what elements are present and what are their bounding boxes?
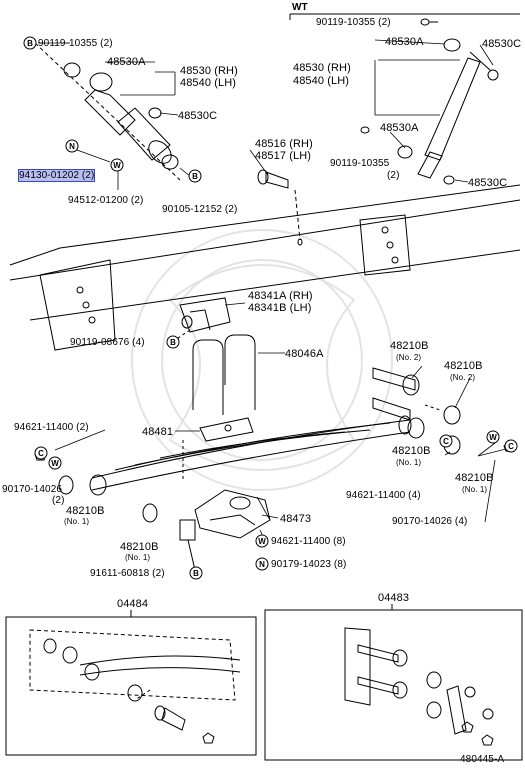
callout-c: C — [443, 437, 449, 446]
part-label[interactable]: 48530C — [482, 38, 522, 50]
part-label[interactable]: 48517 (LH) — [255, 150, 312, 162]
part-note: (No. 1) — [396, 458, 422, 467]
callout-b: B — [27, 39, 33, 48]
part-label[interactable]: 48210B — [120, 541, 159, 553]
part-label[interactable]: 48210B — [390, 340, 429, 352]
part-label[interactable]: 48516 (RH) — [255, 138, 313, 150]
part-label[interactable]: 90119-10355 — [330, 158, 390, 169]
part-label[interactable]: 94621-11400 (4) — [346, 490, 421, 501]
part-label-highlighted[interactable]: 94130-01202 (2) — [17, 169, 96, 182]
callout-b: B — [193, 569, 199, 578]
part-label: (2) — [387, 170, 400, 181]
inset-label[interactable]: 04484 — [117, 598, 149, 610]
part-label[interactable]: 48530C — [468, 177, 508, 189]
callout-n: N — [259, 560, 265, 569]
part-label[interactable]: 90119-10355 (2) — [316, 17, 391, 28]
part-label[interactable]: 48210B — [392, 445, 431, 457]
part-label[interactable]: 48210B — [455, 472, 494, 484]
part-label[interactable]: 90170-14026 — [2, 484, 63, 495]
part-label[interactable]: 48540 (LH) — [293, 75, 350, 87]
part-label[interactable]: 90179-14023 (8) — [271, 559, 347, 570]
inset-04483 — [264, 604, 523, 761]
callout-b: B — [192, 172, 198, 181]
shock-absorber-left — [34, 42, 181, 181]
part-label[interactable]: 90105-12152 (2) — [162, 204, 238, 215]
part-label[interactable]: 48473 — [280, 513, 312, 525]
shock-absorber-wt — [360, 18, 499, 185]
leader-lines — [38, 39, 511, 574]
part-label[interactable]: 48530A — [385, 36, 424, 48]
callout-w: W — [258, 537, 266, 546]
part-label[interactable]: 90119-10355 (2) — [38, 38, 113, 49]
part-note: (No. 1) — [64, 517, 90, 526]
part-note: (No. 2) — [450, 373, 476, 382]
part-label[interactable]: 91611-60818 (2) — [90, 568, 165, 579]
part-label[interactable]: 94621-11400 (2) — [14, 422, 89, 433]
callout-b: B — [170, 338, 176, 347]
part-label[interactable]: 48530A — [380, 122, 419, 134]
callout-circles — [23, 36, 518, 580]
part-label[interactable]: 48530C — [178, 110, 218, 122]
inset-label[interactable]: 04483 — [378, 592, 410, 604]
callout-w: W — [51, 459, 59, 468]
part-note: (No. 1) — [125, 553, 151, 562]
leaf-spring — [89, 415, 412, 496]
callout-n: N — [69, 142, 75, 151]
part-label[interactable]: 48530 (RH) — [180, 65, 238, 77]
part-label[interactable]: 94512-01200 (2) — [68, 195, 144, 206]
part-label[interactable]: 48481 — [142, 426, 174, 438]
part-note: (No. 2) — [396, 353, 422, 362]
wt-bracket — [289, 13, 520, 20]
wt-label: WT — [292, 2, 308, 13]
part-label[interactable]: 48046A — [285, 348, 324, 360]
part-label[interactable]: 48210B — [66, 505, 105, 517]
part-label: (2) — [52, 495, 65, 506]
part-label[interactable]: 90170-14026 (4) — [392, 516, 468, 527]
part-label[interactable]: 48210B — [444, 360, 483, 372]
inset-04484 — [5, 610, 257, 756]
callout-c: C — [38, 449, 44, 458]
part-label[interactable]: 48540 (LH) — [180, 77, 237, 89]
u-bolts — [182, 334, 256, 480]
spring-bracket — [174, 297, 231, 341]
part-label[interactable]: 48341B (LH) — [248, 302, 312, 314]
frame-rail — [9, 184, 521, 351]
callout-w: W — [489, 433, 497, 442]
part-label[interactable]: 48530A — [107, 56, 146, 68]
callout-c: C — [508, 442, 514, 451]
callout-w: W — [113, 161, 121, 170]
part-label[interactable]: 90119-08676 (4) — [70, 337, 145, 348]
part-note: (No. 1) — [462, 485, 488, 494]
watermark-emblem — [131, 229, 393, 491]
part-label[interactable]: 94621-11400 (8) — [271, 536, 346, 547]
diagram-id: 480445-A — [460, 754, 505, 765]
part-label[interactable]: 48530 (RH) — [293, 62, 351, 74]
callout-letters: B N W B B C W C W C W N B — [27, 39, 514, 578]
spring-seat — [194, 489, 271, 539]
part-label[interactable]: 48341A (RH) — [248, 290, 313, 302]
shock-bracket-stud — [257, 169, 303, 246]
